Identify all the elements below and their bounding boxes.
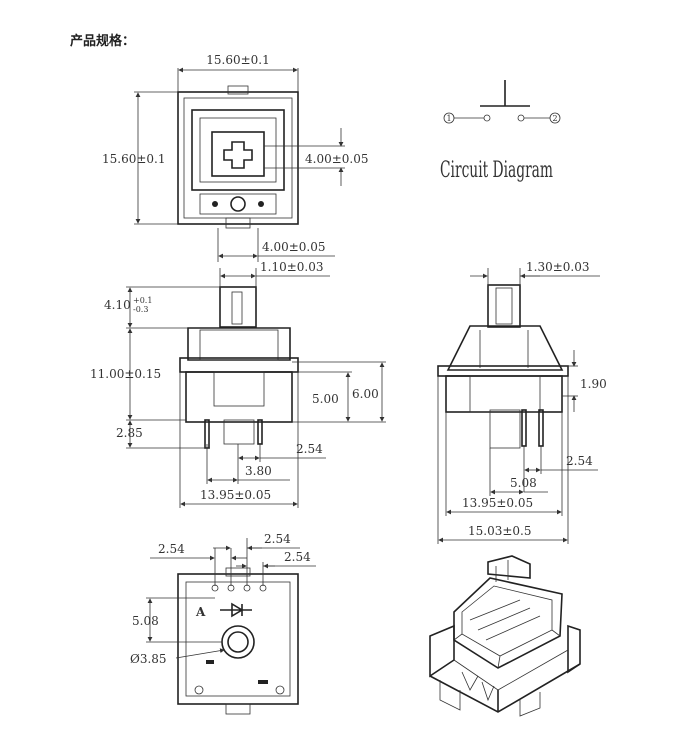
bottom-dim-508: 5.08 <box>132 614 159 628</box>
side-dim-254: 2.54 <box>566 454 593 468</box>
side-stem-width: 1.30±0.03 <box>526 260 590 274</box>
front-dim-380: 3.80 <box>245 464 272 478</box>
side-view: 1.30±0.03 1.90 2.54 5.08 13.95±0.05 15.0… <box>437 260 607 544</box>
top-height-dim: 15.60±0.1 <box>102 152 166 166</box>
top-bottom-dim: 4.00±0.05 <box>262 240 326 254</box>
front-body-height: 11.00±0.15 <box>90 367 161 381</box>
circuit-diagram: 1 2 Circuit Diagram <box>440 80 561 183</box>
side-dim-190: 1.90 <box>580 377 607 391</box>
front-base-width: 13.95±0.05 <box>200 488 271 502</box>
front-stem-tol-top: +0.1 <box>133 296 152 305</box>
front-dim-500: 5.00 <box>312 392 339 406</box>
page-title: 产品规格： <box>70 34 136 49</box>
bottom-dim-254-right: 2.54 <box>284 550 311 564</box>
front-stem-tol-bottom: -0.3 <box>133 305 148 314</box>
bottom-diameter: Ø3.85 <box>130 652 167 666</box>
front-view: 1.10±0.03 4.10 +0.1 -0.3 11.00±0.15 5.00… <box>90 260 386 508</box>
circuit-pin1: 1 <box>446 114 451 123</box>
bottom-view: A 2.54 2.54 2.54 5.08 <box>130 532 316 715</box>
top-view: 15.60±0.1 15.60±0.1 4.00±0.05 4.00±0.05 <box>102 53 369 262</box>
front-dim-285: 2.85 <box>116 426 143 440</box>
side-dim-508: 5.08 <box>510 476 537 490</box>
bottom-dim-254-top: 2.54 <box>264 532 291 546</box>
side-base-width: 13.95±0.05 <box>462 496 533 510</box>
front-dim-254: 2.54 <box>296 442 323 456</box>
front-stem-height: 4.10 <box>104 298 131 312</box>
circuit-label: Circuit Diagram <box>440 158 553 183</box>
side-total-width: 15.03±0.5 <box>468 524 532 538</box>
front-dim-600: 6.00 <box>352 387 379 401</box>
top-width-dim: 15.60±0.1 <box>206 53 270 67</box>
circuit-pin2: 2 <box>552 114 557 123</box>
front-stem-width: 1.10±0.03 <box>260 260 324 274</box>
bottom-dim-254-left: 2.54 <box>158 542 185 556</box>
top-stem-dim: 4.00±0.05 <box>305 152 369 166</box>
bottom-label-a: A <box>195 605 206 619</box>
isometric-view <box>429 555 581 717</box>
